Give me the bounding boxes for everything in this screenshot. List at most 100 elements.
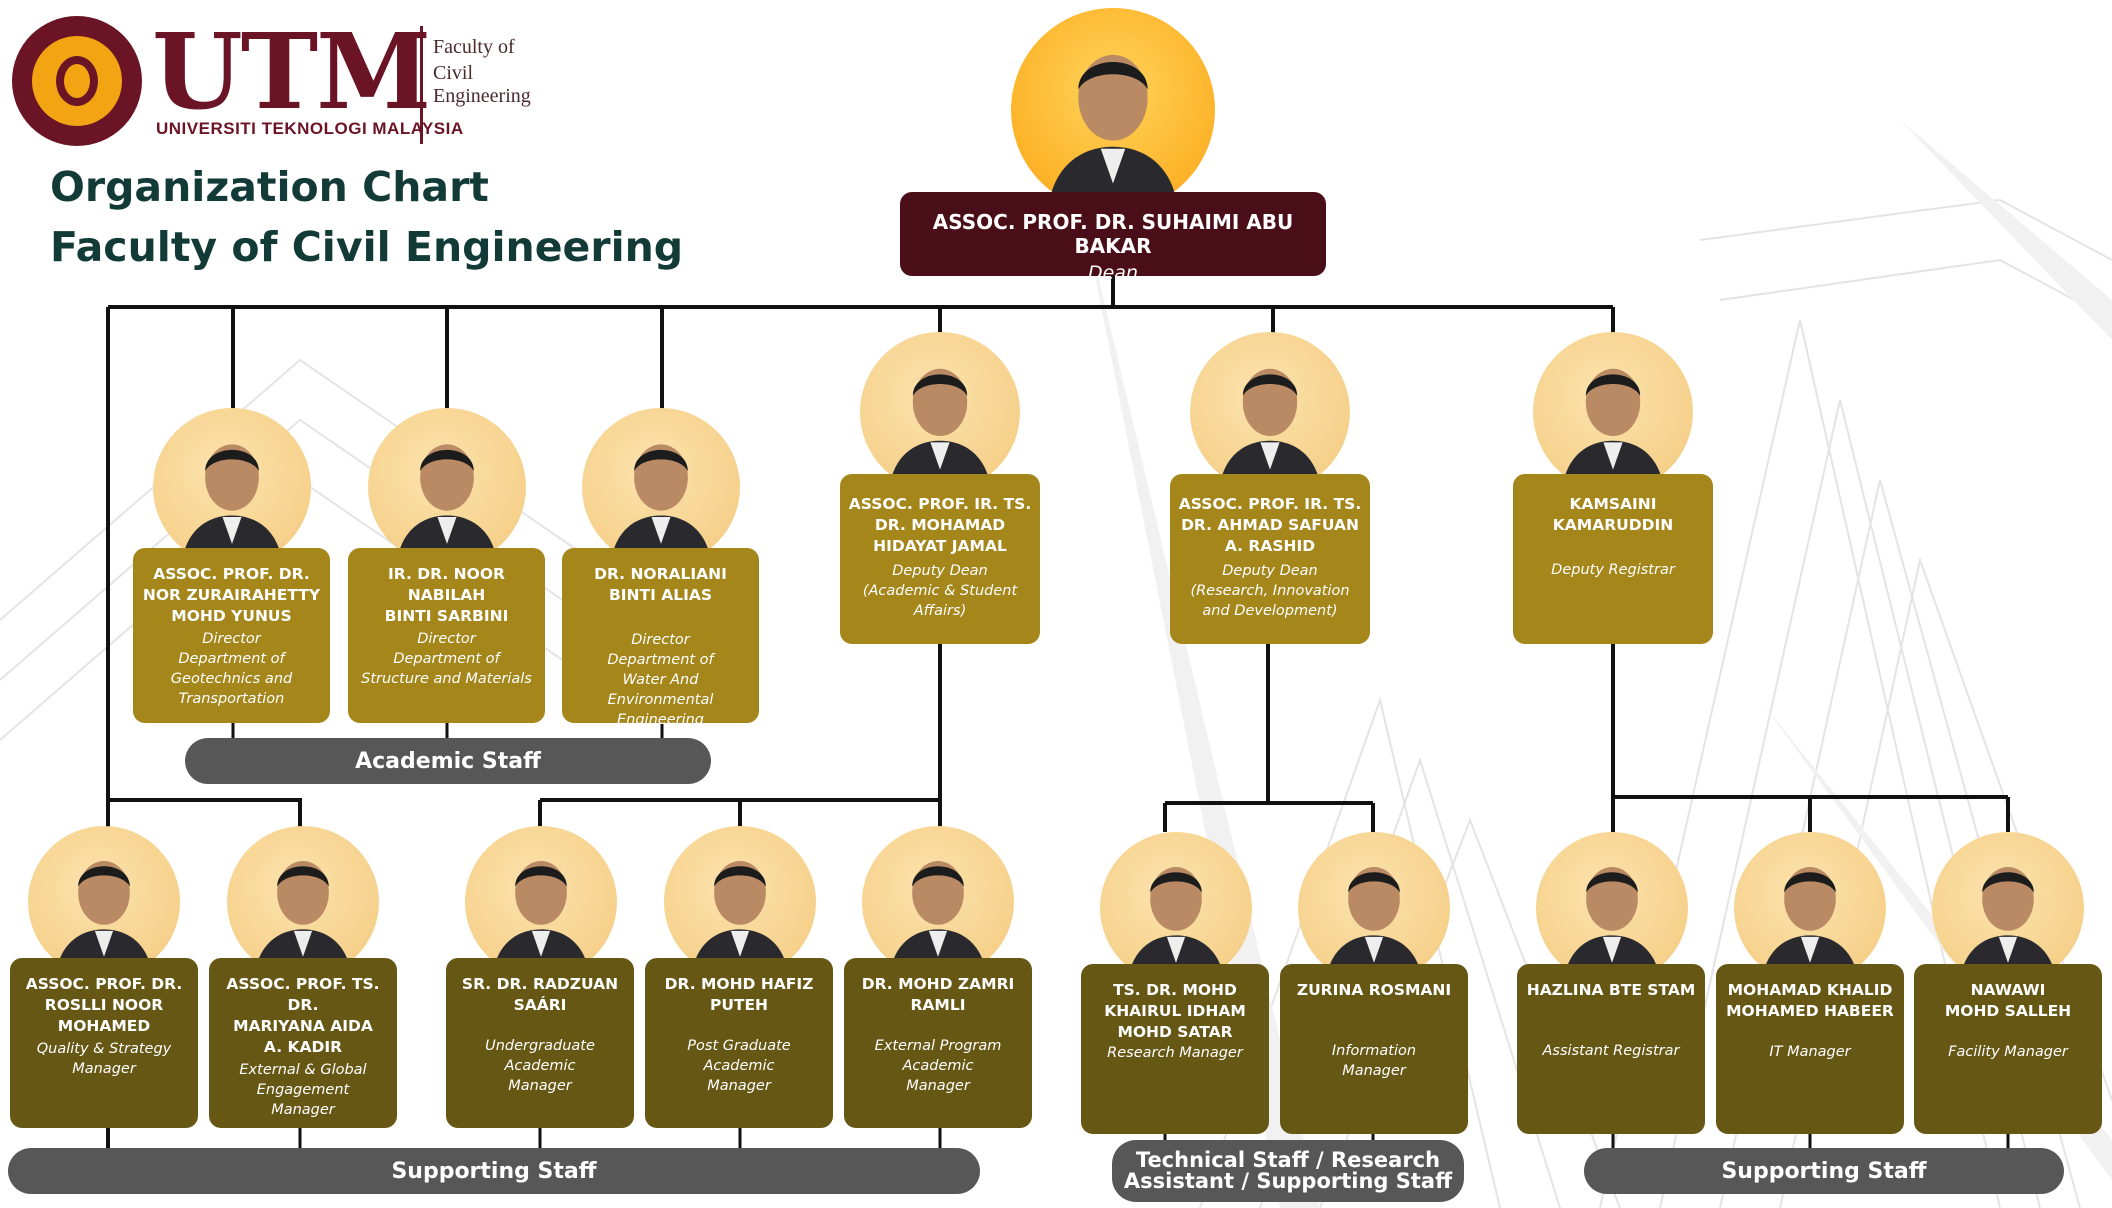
logo-divider — [420, 26, 423, 144]
deputy-card: KAMSAINI KAMARUDDIN Deputy Registrar — [1513, 474, 1713, 644]
utm-subtitle: UNIVERSITI TEKNOLOGI MALAYSIA — [156, 119, 464, 138]
director-role: Director Department of Geotechnics and T… — [170, 631, 293, 707]
deputy-name: ASSOC. PROF. IR. TS. DR. MOHAMAD HIDAYAT… — [848, 495, 1032, 555]
staff-name: DR. MOHD ZAMRI RAMLI — [861, 975, 1015, 1014]
staff-role: External & Global Engagement Manager — [239, 1062, 367, 1118]
staff-name: ZURINA ROSMANI — [1296, 981, 1452, 999]
director-portrait — [368, 408, 526, 566]
deputy-role: Deputy Dean (Research, Innovation and De… — [1190, 563, 1350, 619]
staff-role: Quality & Strategy Manager — [36, 1041, 172, 1077]
person-avatar-icon — [1127, 866, 1225, 984]
staff-card: ASSOC. PROF. DR. ROSLLI NOOR MOHAMED Qua… — [10, 958, 198, 1128]
person-avatar-icon — [181, 444, 283, 566]
staff-card: DR. MOHD HAFIZ PUTEH Post Graduate Acade… — [645, 958, 833, 1128]
group-label-technical-staff: Technical Staff / Research Assistant / S… — [1112, 1140, 1464, 1202]
staff-card: NAWAWI MOHD SALLEH Facility Manager — [1914, 964, 2102, 1134]
staff-name: NAWAWI MOHD SALLEH — [1944, 981, 2072, 1020]
staff-portrait — [465, 826, 617, 978]
staff-name: DR. MOHD HAFIZ PUTEH — [664, 975, 814, 1014]
director-card: ASSOC. PROF. DR. NOR ZURAIRAHETTY MOHD Y… — [133, 548, 330, 723]
staff-name: HAZLINA BTE STAM — [1526, 981, 1696, 999]
staff-name: ASSOC. PROF. TS. DR. MARIYANA AIDA A. KA… — [226, 975, 380, 1056]
deputy-portrait — [1533, 332, 1693, 492]
deputy-portrait — [860, 332, 1020, 492]
person-avatar-icon — [55, 860, 153, 978]
staff-card: ZURINA ROSMANI Information Manager — [1280, 964, 1468, 1134]
staff-name: SR. DR. RADZUAN SAÁRI — [461, 975, 619, 1014]
staff-name: ASSOC. PROF. DR. ROSLLI NOOR MOHAMED — [25, 975, 183, 1035]
deputy-portrait — [1190, 332, 1350, 492]
group-label-academic-staff: Academic Staff — [185, 738, 711, 784]
deputy-card: ASSOC. PROF. IR. TS. DR. AHMAD SAFUAN A.… — [1170, 474, 1370, 644]
dean-card: ASSOC. PROF. DR. SUHAIMI ABU BAKAR Dean — [900, 192, 1326, 284]
dean-name: ASSOC. PROF. DR. SUHAIMI ABU BAKAR — [932, 210, 1294, 258]
director-name: ASSOC. PROF. DR. NOR ZURAIRAHETTY MOHD Y… — [142, 565, 321, 625]
director-role: Director Department of Water And Environ… — [607, 632, 714, 728]
director-card: DR. NORALIANI BINTI ALIAS Director Depar… — [562, 548, 759, 728]
staff-portrait — [1298, 832, 1450, 984]
person-avatar-icon — [1325, 866, 1423, 984]
person-avatar-icon — [691, 860, 789, 978]
person-avatar-icon — [888, 368, 992, 492]
staff-portrait — [227, 826, 379, 978]
utm-logo: UTM UNIVERSITI TEKNOLOGI MALAYSIA Facult… — [12, 16, 572, 146]
staff-role: Information Manager — [1331, 1043, 1417, 1079]
chart-title-line-2: Faculty of Civil Engineering — [50, 223, 684, 271]
staff-name: TS. DR. MOHD KHAIRUL IDHAM MOHD SATAR — [1104, 981, 1246, 1041]
group-label-supporting-staff-left: Supporting Staff — [8, 1148, 980, 1194]
director-portrait — [582, 408, 740, 566]
deputy-card: ASSOC. PROF. IR. TS. DR. MOHAMAD HIDAYAT… — [840, 474, 1040, 644]
staff-portrait — [1932, 832, 2084, 984]
staff-name: MOHAMAD KHALID MOHAMED HABEER — [1726, 981, 1894, 1020]
technical-label-line-2: Assistant / Supporting Staff — [1123, 1169, 1453, 1193]
technical-label-line-1: Technical Staff / Research — [1135, 1148, 1441, 1172]
deputy-name: KAMSAINI KAMARUDDIN — [1552, 495, 1674, 534]
staff-card: SR. DR. RADZUAN SAÁRI Undergraduate Acad… — [446, 958, 634, 1128]
utm-seal-icon — [12, 16, 142, 146]
staff-card: HAZLINA BTE STAM Assistant Registrar — [1517, 964, 1705, 1134]
person-avatar-icon — [396, 444, 498, 566]
staff-role: Post Graduate Academic Manager — [687, 1038, 791, 1094]
deputy-role: Deputy Dean (Academic & Student Affairs) — [862, 563, 1018, 619]
staff-card: MOHAMAD KHALID MOHAMED HABEER IT Manager — [1716, 964, 1904, 1134]
chart-title-line-1: Organization Chart — [50, 163, 489, 211]
person-avatar-icon — [254, 860, 352, 978]
dean-role: Dean — [1087, 262, 1138, 284]
staff-role: Assistant Registrar — [1542, 1043, 1680, 1059]
faculty-line-2: Civil Engineering — [433, 62, 531, 107]
person-avatar-icon — [1563, 866, 1661, 984]
staff-card: TS. DR. MOHD KHAIRUL IDHAM MOHD SATAR Re… — [1081, 964, 1269, 1134]
person-avatar-icon — [1959, 866, 2057, 984]
person-avatar-icon — [492, 860, 590, 978]
staff-portrait — [28, 826, 180, 978]
faculty-line-1: Faculty of — [433, 36, 515, 58]
staff-role: Research Manager — [1107, 1045, 1243, 1061]
utm-wordmark: UTM — [152, 10, 431, 133]
staff-portrait — [664, 826, 816, 978]
director-card: IR. DR. NOOR NABILAH BINTI SARBINI Direc… — [348, 548, 545, 723]
staff-role: IT Manager — [1769, 1044, 1851, 1060]
deputy-role: Deputy Registrar — [1551, 562, 1675, 578]
person-avatar-icon — [1761, 866, 1859, 984]
staff-portrait — [862, 826, 1014, 978]
staff-portrait — [1536, 832, 1688, 984]
deputy-name: ASSOC. PROF. IR. TS. DR. AHMAD SAFUAN A.… — [1178, 495, 1362, 555]
director-portrait — [153, 408, 311, 566]
group-label-supporting-staff-right: Supporting Staff — [1584, 1148, 2064, 1194]
director-name: IR. DR. NOOR NABILAH BINTI SARBINI — [384, 565, 509, 625]
person-avatar-icon — [1218, 368, 1322, 492]
staff-role: External Program Academic Manager — [874, 1038, 1002, 1094]
staff-portrait — [1100, 832, 1252, 984]
person-avatar-icon — [889, 860, 987, 978]
person-avatar-icon — [1047, 54, 1179, 212]
dean-portrait — [1011, 8, 1215, 212]
person-avatar-icon — [1561, 368, 1665, 492]
staff-portrait — [1734, 832, 1886, 984]
director-role: Director Department of Structure and Mat… — [361, 631, 532, 687]
staff-card: DR. MOHD ZAMRI RAMLI External Program Ac… — [844, 958, 1032, 1128]
director-name: DR. NORALIANI BINTI ALIAS — [594, 565, 727, 604]
person-avatar-icon — [610, 444, 712, 566]
staff-role: Undergraduate Academic Manager — [485, 1038, 595, 1094]
staff-card: ASSOC. PROF. TS. DR. MARIYANA AIDA A. KA… — [209, 958, 397, 1128]
